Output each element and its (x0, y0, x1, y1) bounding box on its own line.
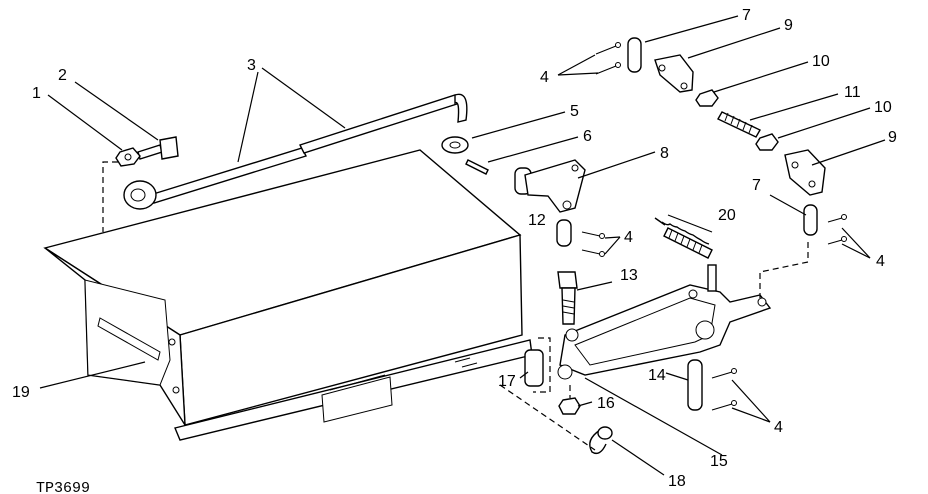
cotter-pins-14 (711, 368, 737, 411)
cap-screw (137, 136, 179, 160)
spacer (524, 349, 544, 387)
callout-13: 13 (620, 267, 638, 284)
alignment-line-clip (499, 384, 596, 451)
callout-5: 5 (570, 103, 579, 120)
callout-20: 20 (718, 207, 736, 224)
callout-7-lower: 7 (752, 177, 761, 194)
linkage-plate (557, 264, 772, 380)
leader-lines (39, 15, 886, 476)
callout-10-lower: 10 (874, 99, 892, 116)
callout-3: 3 (247, 57, 256, 74)
cotter-pins-12 (581, 231, 605, 257)
callout-9-top: 9 (784, 17, 793, 34)
cotter-pins-top (595, 42, 621, 75)
callout-12: 12 (528, 212, 546, 229)
callout-4-mid: 4 (624, 229, 633, 246)
small-screw (465, 159, 489, 175)
callout-8: 8 (660, 145, 669, 162)
callout-16: 16 (597, 395, 615, 412)
callout-4-right: 4 (876, 253, 885, 270)
callout-4-top: 4 (540, 69, 549, 86)
callout-2: 2 (58, 67, 67, 84)
lever-arm (514, 159, 586, 213)
lock-nut (558, 397, 581, 415)
callout-15: 15 (710, 453, 728, 470)
callout-18: 18 (668, 473, 686, 490)
cotter-pins-lower (827, 214, 847, 245)
callout-10-top: 10 (812, 53, 830, 70)
callout-1: 1 (32, 85, 41, 102)
washer (441, 136, 469, 154)
jam-nut-lower (755, 133, 779, 151)
clevis-top (654, 54, 694, 93)
callout-7-top: 7 (742, 7, 751, 24)
alignment-line-bolt (102, 161, 118, 232)
callout-9-lower: 9 (888, 129, 897, 146)
pin-14 (687, 359, 703, 411)
clevis-lower (784, 149, 826, 196)
pin-12 (556, 219, 572, 247)
callout-17: 17 (498, 373, 516, 390)
shoulder-bolt (557, 271, 578, 325)
spring-clip (589, 426, 613, 455)
callout-14: 14 (648, 367, 666, 384)
rod-left (123, 147, 307, 210)
threaded-rod (717, 111, 761, 138)
callout-6: 6 (583, 128, 592, 145)
alignment-line-spacer (533, 337, 551, 393)
callout-19: 19 (12, 384, 30, 401)
callout-4-bottom: 4 (774, 419, 783, 436)
figure-id: TP3699 (36, 480, 90, 494)
rod-right (299, 93, 468, 154)
alignment-line-right (759, 242, 809, 298)
hex-nut (115, 147, 141, 167)
spring (654, 217, 713, 259)
pin-7-lower (803, 204, 818, 236)
shield-housing (43, 149, 533, 441)
callout-labels: 1 2 3 4 5 6 7 8 9 10 11 10 9 7 12 4 20 4… (12, 7, 897, 490)
pin-7-top (627, 37, 642, 73)
jam-nut-top (695, 89, 719, 107)
callout-11: 11 (844, 84, 861, 101)
